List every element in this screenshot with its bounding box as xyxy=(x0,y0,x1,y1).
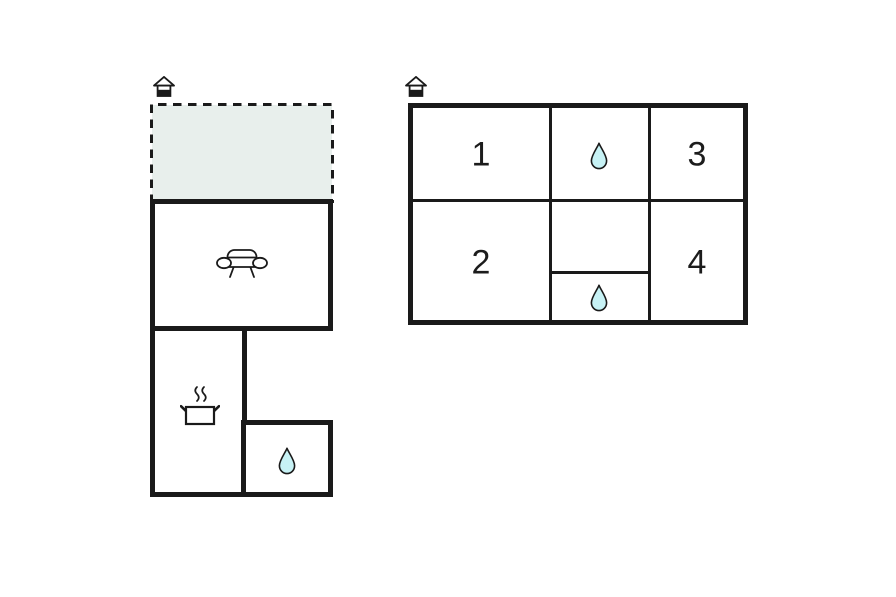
entrance-house-icon xyxy=(405,76,427,97)
room-1-label: 1 xyxy=(471,135,491,174)
room-4-label: 4 xyxy=(687,243,707,282)
bathroom-wall xyxy=(552,271,648,274)
kitchen xyxy=(150,326,247,497)
terrace-area xyxy=(150,103,334,203)
upper-floor-outline xyxy=(408,103,748,325)
room-3-label: 3 xyxy=(687,135,707,174)
water-drop-icon xyxy=(590,284,608,312)
interior-wall-horizontal xyxy=(413,199,743,202)
water-drop-icon xyxy=(278,447,296,475)
interior-wall-vertical-left xyxy=(549,108,552,320)
ground-floor-plan xyxy=(150,76,334,497)
interior-wall-vertical-right xyxy=(648,108,651,320)
cooking-pot-icon xyxy=(179,386,221,428)
entrance-house-icon xyxy=(153,76,175,97)
water-drop-icon xyxy=(590,142,608,170)
sofa-icon xyxy=(216,249,268,281)
room-2-label: 2 xyxy=(471,243,491,282)
upper-floor-plan: 1 3 2 4 xyxy=(405,76,748,325)
